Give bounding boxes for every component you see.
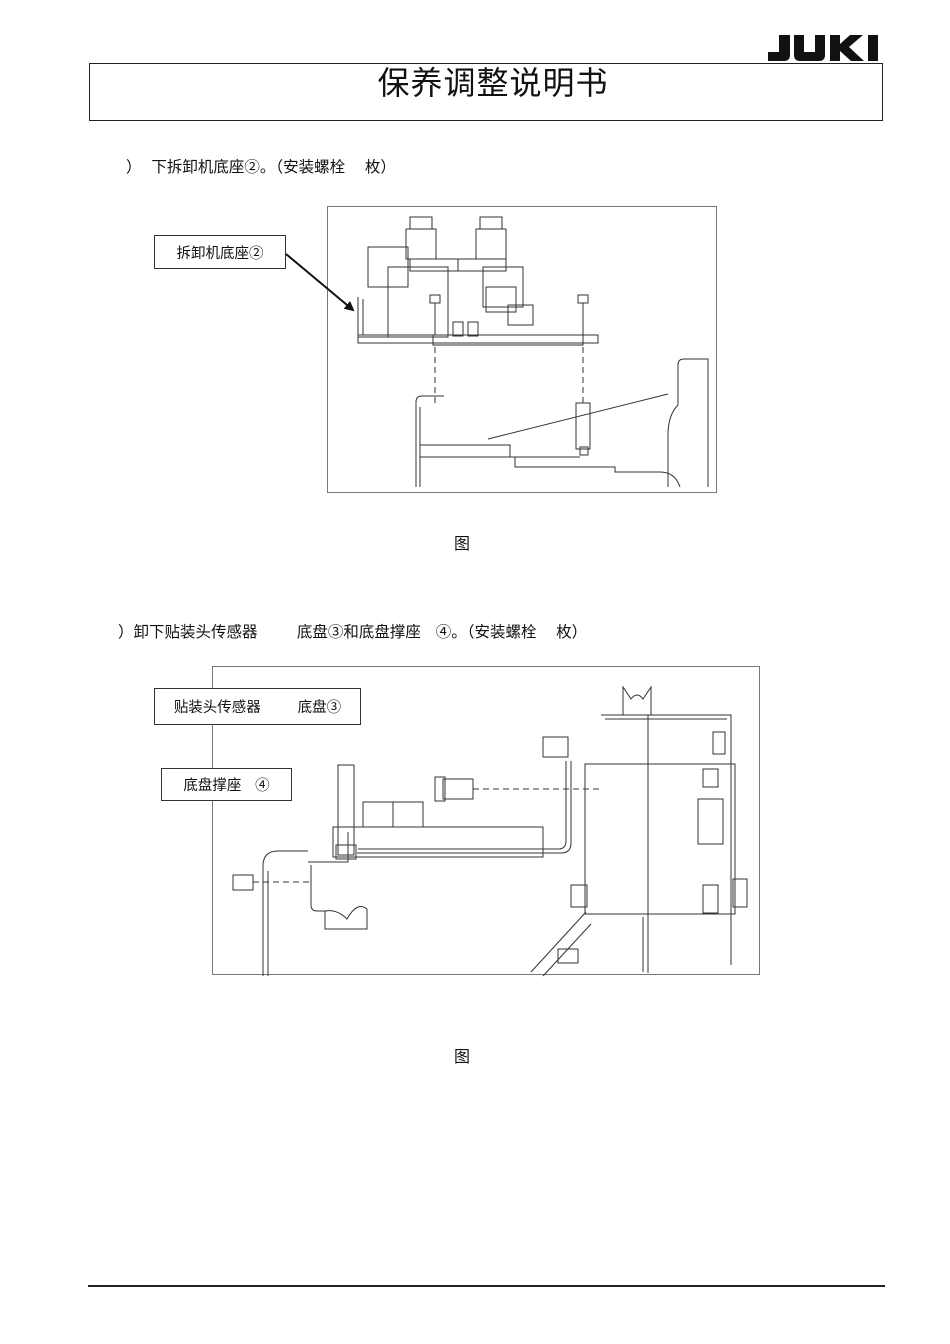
figure-1-caption: 图 <box>453 534 470 553</box>
figure-1-drawing <box>327 206 717 493</box>
step-1-text: ） 下拆卸机底座②。（安装螺栓 枚） <box>126 158 396 176</box>
callout-chassis-support: 底盘撑座 ④ <box>161 768 292 801</box>
title-frame <box>89 63 883 121</box>
figure-2-caption: 图 <box>453 1047 470 1066</box>
step-2-text: ）卸下贴装头传感器 底盘③和底盘撑座 ④。（安装螺栓 枚） <box>118 623 588 641</box>
footer-rule <box>88 1285 885 1287</box>
callout-head-sensor-chassis: 贴装头传感器 底盘③ <box>154 688 361 725</box>
page-title: 保养调整说明书 <box>377 64 609 102</box>
figure-1-line-art <box>357 216 709 488</box>
figure-2-line-art <box>232 685 748 977</box>
juki-logo <box>768 35 878 61</box>
callout-machine-base: 拆卸机底座② <box>154 235 286 269</box>
